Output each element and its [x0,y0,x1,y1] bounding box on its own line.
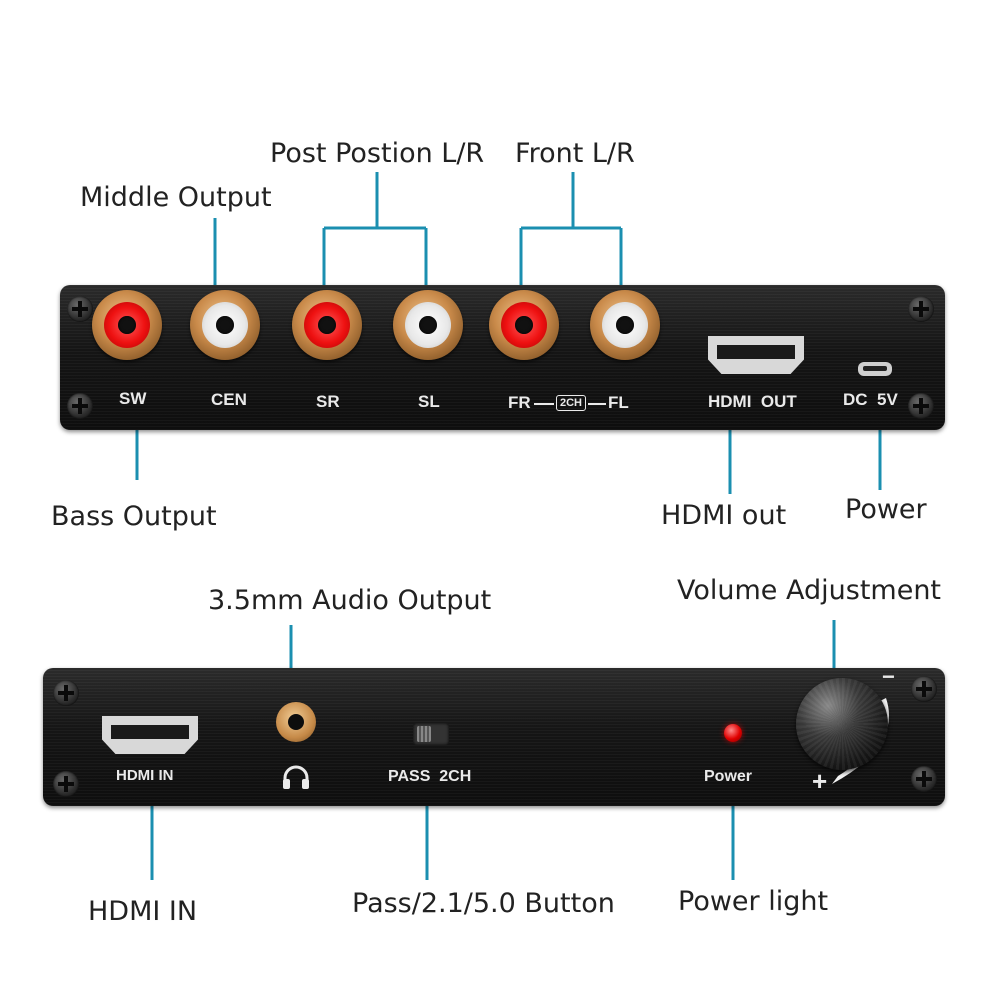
label-power: Power [704,768,753,785]
callout-pass-button: Pass/2.1/5.0 Button [352,888,615,919]
label-fr: FR [508,393,531,412]
power-led [724,724,742,742]
screw-icon [53,680,79,706]
screw-icon [53,771,79,797]
label-volume-minus: − [882,664,895,689]
screw-icon [911,676,937,702]
callout-power-light: Power light [678,886,829,917]
screw-icon [911,766,937,792]
pass-mode-switch[interactable] [413,723,449,745]
label-sr: SR [316,392,340,411]
screw-icon [908,393,934,419]
callout-power: Power [845,494,927,525]
label-sl: SL [418,392,440,411]
divider-line [534,403,554,405]
audio-35mm-jack[interactable] [276,702,316,742]
rca-sl-port[interactable] [393,290,463,360]
rca-sw-port[interactable] [92,290,162,360]
callout-35mm-audio: 3.5mm Audio Output [208,585,492,616]
dc-5v-port[interactable] [858,362,892,376]
callout-middle-output: Middle Output [80,182,272,213]
screw-icon [908,296,934,322]
label-hdmi-out: HDMI OUT [708,392,797,411]
callout-hdmi-out: HDMI out [661,500,787,531]
label-hdmi-in: HDMI IN [116,767,174,784]
hdmi-out-port[interactable] [708,336,804,374]
label-fl: FL [608,393,629,412]
screw-icon [67,393,93,419]
callout-volume: Volume Adjustment [677,575,942,606]
label-pass-2ch: PASS 2CH [388,768,472,785]
callout-bass-output: Bass Output [51,501,217,532]
rca-cen-port[interactable] [190,290,260,360]
hdmi-in-port[interactable] [102,716,198,754]
label-dc-5v: DC 5V [843,390,898,409]
label-volume-plus: + [812,766,828,796]
rca-fr-port[interactable] [489,290,559,360]
label-2ch: 2CH [556,395,587,411]
rca-fl-port[interactable] [590,290,660,360]
headphone-icon [283,765,309,789]
callout-hdmi-in: HDMI IN [88,896,198,927]
volume-knob[interactable] [796,678,888,770]
divider-line [588,403,606,405]
label-cen: CEN [211,390,247,409]
callout-post-position: Post Postion L/R [270,138,485,169]
label-sw: SW [119,389,147,408]
callout-front-lr: Front L/R [515,138,635,169]
rca-sr-port[interactable] [292,290,362,360]
screw-icon [67,296,93,322]
